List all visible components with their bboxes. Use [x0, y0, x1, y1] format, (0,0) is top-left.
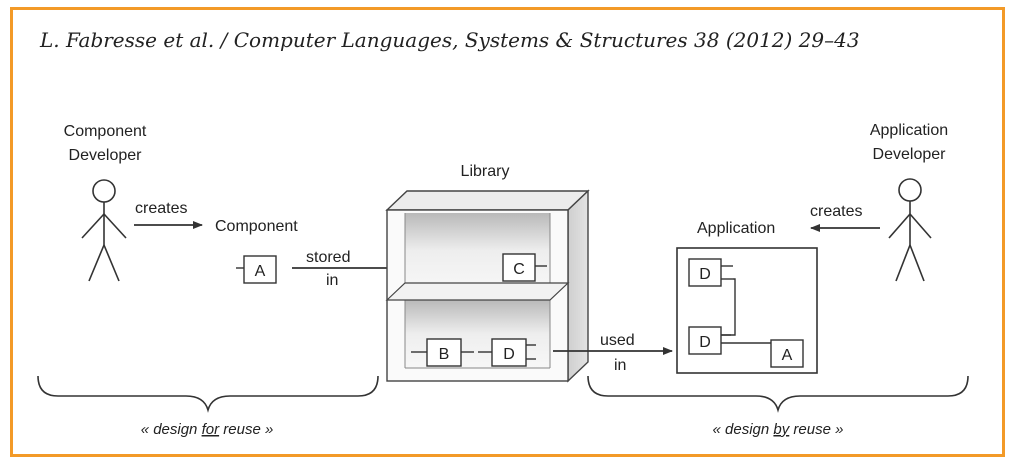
component-label: Component [215, 218, 298, 235]
component-developer-label-line2: Developer [69, 147, 143, 164]
application-d-bottom-label: D [699, 334, 711, 351]
design-for-reuse-underlined: for [202, 421, 221, 438]
frame-border-left [10, 7, 13, 457]
frame-border-bottom [10, 454, 1005, 457]
used-in-label-line1: used [600, 332, 635, 349]
used-in-label-line2: in [614, 357, 626, 374]
library-c-label: C [513, 261, 525, 278]
creates-right-label: creates [810, 203, 862, 220]
design-for-reuse-label: « design for reuse » [141, 421, 274, 438]
library-c-box: C [502, 253, 547, 282]
design-for-reuse-brace [37, 375, 379, 413]
application-developer-label-line2: Developer [873, 146, 947, 163]
application-a-box: A [770, 339, 804, 368]
library-label: Library [461, 163, 510, 180]
design-for-reuse-close: reuse » [219, 421, 273, 438]
design-by-reuse-label: « design by reuse » [713, 421, 844, 438]
frame-border-right [1002, 7, 1005, 457]
application-developer-label-line1: Application [870, 122, 948, 139]
creates-left-label: creates [135, 200, 187, 217]
design-by-reuse-brace [587, 375, 969, 413]
stored-in-label-line2: in [326, 272, 338, 289]
citation-header: L. Fabresse et al. / Computer Languages,… [40, 28, 860, 52]
library-d-label: D [503, 346, 515, 363]
library-b-label: B [439, 346, 450, 363]
application-d-box-bottom: D [688, 326, 731, 355]
stored-in-label-line1: stored [306, 249, 350, 266]
design-by-reuse-underlined: by [773, 421, 790, 438]
component-a-label: A [255, 263, 266, 280]
application-developer-figure [888, 178, 932, 282]
frame-border-top [10, 7, 1005, 10]
application-a-label: A [782, 347, 793, 364]
design-by-reuse-close: reuse » [789, 421, 843, 438]
library-b-box: B [411, 338, 474, 367]
design-for-reuse-open: « design [141, 421, 202, 438]
library-d-box: D [478, 338, 536, 367]
component-developer-label-line1: Component [64, 123, 147, 140]
application-d-top-label: D [699, 266, 711, 283]
application-d-box-top: D [688, 258, 733, 287]
component-a-box: A [236, 255, 277, 284]
design-by-reuse-open: « design [713, 421, 774, 438]
component-developer-figure [81, 179, 127, 282]
application-label: Application [697, 220, 775, 237]
